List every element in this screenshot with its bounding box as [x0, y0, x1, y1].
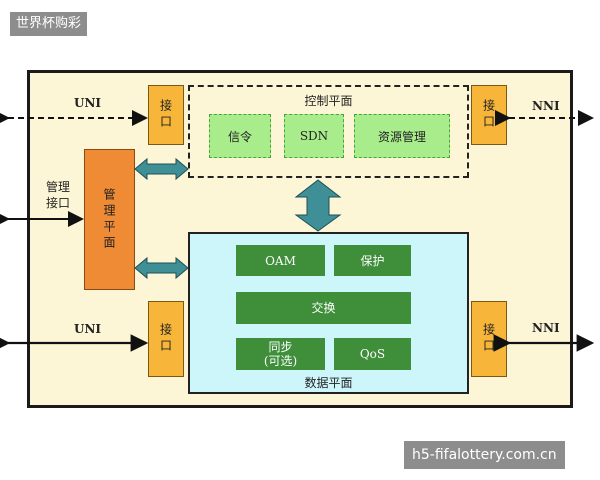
nni-bottom-label: NNI — [532, 321, 560, 335]
mgmt-interface-label: 管理 接口 — [46, 180, 71, 210]
nni-top-label: NNI — [532, 99, 560, 113]
control-module-signaling: 信令 — [209, 114, 271, 158]
data-module-switching: 交换 — [236, 292, 411, 324]
mgmt-control-arrow — [134, 157, 189, 181]
control-module-sdn: SDN — [284, 114, 344, 158]
control-plane-title: 控制平面 — [304, 94, 353, 108]
interface-bottom-left: 接口 — [148, 301, 184, 377]
data-module-sync: 同步 (可选) — [236, 338, 325, 370]
control-plane-box — [188, 85, 469, 178]
uni-top-label: UNI — [74, 96, 102, 110]
data-module-qos: QoS — [334, 338, 411, 370]
management-plane-box: 管理平面 — [84, 149, 135, 290]
mgmt-data-arrow — [134, 256, 189, 280]
data-plane-title: 数据平面 — [304, 376, 353, 390]
interface-top-right: 接口 — [471, 85, 507, 145]
uni-bottom-label: UNI — [74, 322, 102, 336]
data-module-protection: 保护 — [334, 245, 411, 276]
watermark-bottom: h5-fifalottery.com.cn — [404, 441, 565, 469]
control-module-resource-mgmt: 资源管理 — [354, 114, 450, 158]
watermark-top: 世界杯购彩 — [10, 12, 88, 36]
interface-top-left: 接口 — [148, 85, 184, 145]
data-module-oam: OAM — [236, 245, 325, 276]
control-data-arrow — [294, 179, 342, 232]
